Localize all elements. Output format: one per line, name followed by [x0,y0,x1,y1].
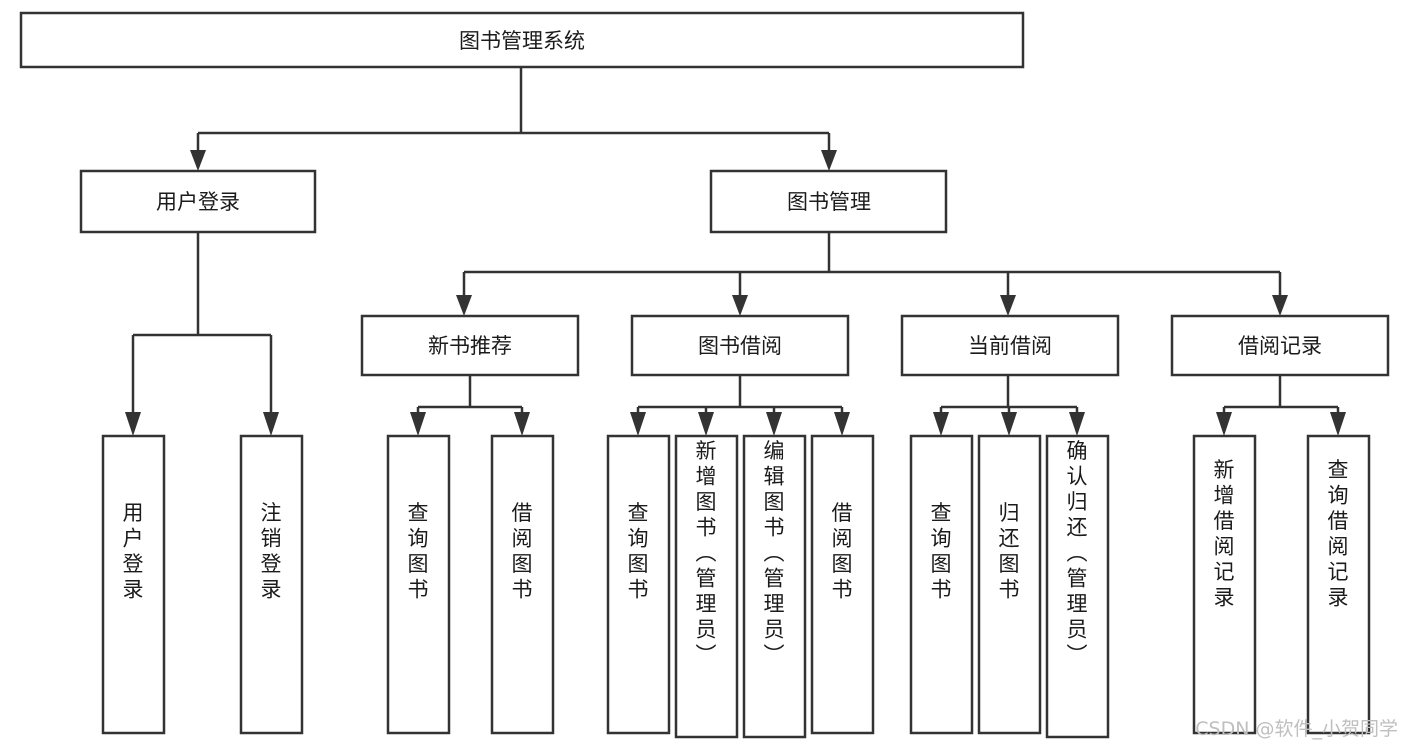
arrow-to-user-login [190,150,206,171]
leaf-node-user-login-0[interactable]: 用户登录 [101,434,166,735]
leaf-node-current-borrow-2[interactable]: 确认归还︵管理员︶ [1045,434,1110,739]
arrow-leaf-current-borrow-1 [1001,412,1017,436]
connectors-current-borrow-to-leaves [933,375,1085,436]
node-book-management-label: 图书管理 [787,190,871,214]
node-current-borrow-box[interactable] [900,314,1120,377]
node-current-borrow[interactable]: 当前借阅 [900,314,1120,377]
leaf-node-book-borrow-0[interactable]: 查询图书 [606,434,671,735]
arrow-to-book-manage [821,150,837,171]
leaf-node-borrow-record-0[interactable]: 新增借阅记录 [1192,434,1257,735]
node-borrow-record[interactable]: 借阅记录 [1170,314,1390,377]
leaf-box-book-borrow-1[interactable] [674,434,739,739]
node-book-borrow[interactable]: 图书借阅 [630,314,850,377]
leaf-label-book-borrow-3: 借阅图书 [832,501,853,602]
arrow-to-new-book [456,295,472,316]
arrow-leaf-book-borrow-1 [698,412,714,436]
leaf-node-new-book-1[interactable]: 借阅图书 [490,434,555,735]
csdn-watermark: CSDN @软件_小贺同学 [1195,718,1398,740]
node-new-book-recommend[interactable]: 新书推荐 [360,314,580,377]
leaf-box-borrow-record-1[interactable] [1306,434,1371,735]
connectors-user-login-to-leaves [125,232,279,436]
arrow-leaf-new-book-0 [410,412,426,436]
leaf-box-user-login-1[interactable] [239,434,304,735]
leaf-label-current-borrow-2: 确认归还︵管理员︶ [1067,439,1088,667]
arrow-leaf-borrow-record-1 [1330,412,1346,436]
node-borrow-record-label: 借阅记录 [1238,334,1322,358]
leaf-label-borrow-record-1: 查询借阅记录 [1328,458,1349,610]
leaf-label-new-book-0: 查询图书 [408,501,429,602]
arrow-leaf-current-borrow-0 [933,412,949,436]
node-root-box[interactable] [19,11,1025,69]
node-user-login[interactable]: 用户登录 [79,169,317,234]
connectors-new-book-to-leaves [410,375,530,436]
leaf-box-new-book-1[interactable] [490,434,555,735]
node-root-book-management-system[interactable]: 图书管理系统 [19,11,1025,69]
leaf-box-new-book-0[interactable] [386,434,451,735]
leaf-label-book-borrow-0: 查询图书 [628,501,649,602]
node-new-book-recommend-label: 新书推荐 [428,334,512,358]
node-book-borrow-label: 图书借阅 [698,334,782,358]
node-new-book-recommend-box[interactable] [360,314,580,377]
leaf-box-book-borrow-2[interactable] [742,434,807,739]
arrow-leaf-book-borrow-2 [766,412,782,436]
leaf-box-book-borrow-0[interactable] [606,434,671,735]
node-book-management[interactable]: 图书管理 [709,169,948,234]
leaf-box-borrow-record-0[interactable] [1192,434,1257,735]
leaf-label-current-borrow-1: 归还图书 [999,501,1020,602]
leaf-label-new-book-1: 借阅图书 [512,501,533,602]
node-borrow-record-box[interactable] [1170,314,1390,377]
leaf-box-user-login-0[interactable] [101,434,166,735]
leaf-label-user-login-0: 用户登录 [123,501,144,602]
node-user-login-box[interactable] [79,169,317,234]
leaf-node-user-login-1[interactable]: 注销登录 [239,434,304,735]
node-current-borrow-label: 当前借阅 [968,334,1052,358]
node-user-login-label: 用户登录 [156,190,240,214]
leaf-node-current-borrow-1[interactable]: 归还图书 [977,434,1042,735]
leaf-node-book-borrow-1[interactable]: 新增图书︵管理员︶ [674,434,739,739]
leaf-node-current-borrow-0[interactable]: 查询图书 [909,434,974,735]
node-book-management-box[interactable] [709,169,948,234]
arrow-to-borrow-record [1272,295,1288,316]
node-book-borrow-box[interactable] [630,314,850,377]
leaf-node-book-borrow-2[interactable]: 编辑图书︵管理员︶ [742,434,807,739]
leaf-box-current-borrow-1[interactable] [977,434,1042,735]
arrow-leaf-borrow-record-0 [1216,412,1232,436]
leaf-label-current-borrow-0: 查询图书 [931,501,952,602]
arrow-leaf-book-borrow-0 [630,412,646,436]
arrow-leaf-new-book-1 [514,412,530,436]
arrow-to-book-borrow [732,295,748,316]
arrow-leaf-current-borrow-2 [1069,412,1085,436]
arrow-leaf-user-login-1 [263,412,279,436]
leaf-label-book-borrow-1: 新增图书︵管理员︶ [696,439,717,667]
leaf-label-user-login-1: 注销登录 [261,501,282,602]
leaf-box-current-borrow-2[interactable] [1045,434,1110,739]
connectors-root-to-level2 [190,67,837,171]
leaf-label-book-borrow-2: 编辑图书︵管理员︶ [764,439,785,667]
leaf-box-current-borrow-0[interactable] [909,434,974,735]
leaf-label-borrow-record-0: 新增借阅记录 [1214,458,1235,610]
connectors-book-manage-to-level3 [456,232,1288,316]
arrow-leaf-user-login-0 [125,412,141,436]
node-root-label: 图书管理系统 [459,29,585,53]
arrow-to-current-borrow [1000,295,1016,316]
leaf-node-book-borrow-3[interactable]: 借阅图书 [810,434,875,735]
connectors-book-borrow-to-leaves [630,375,850,436]
arrow-leaf-book-borrow-3 [834,412,850,436]
leaf-box-book-borrow-3[interactable] [810,434,875,735]
leaf-node-borrow-record-1[interactable]: 查询借阅记录 [1306,434,1371,735]
leaf-node-new-book-0[interactable]: 查询图书 [386,434,451,735]
connectors-borrow-record-to-leaves [1216,375,1346,436]
